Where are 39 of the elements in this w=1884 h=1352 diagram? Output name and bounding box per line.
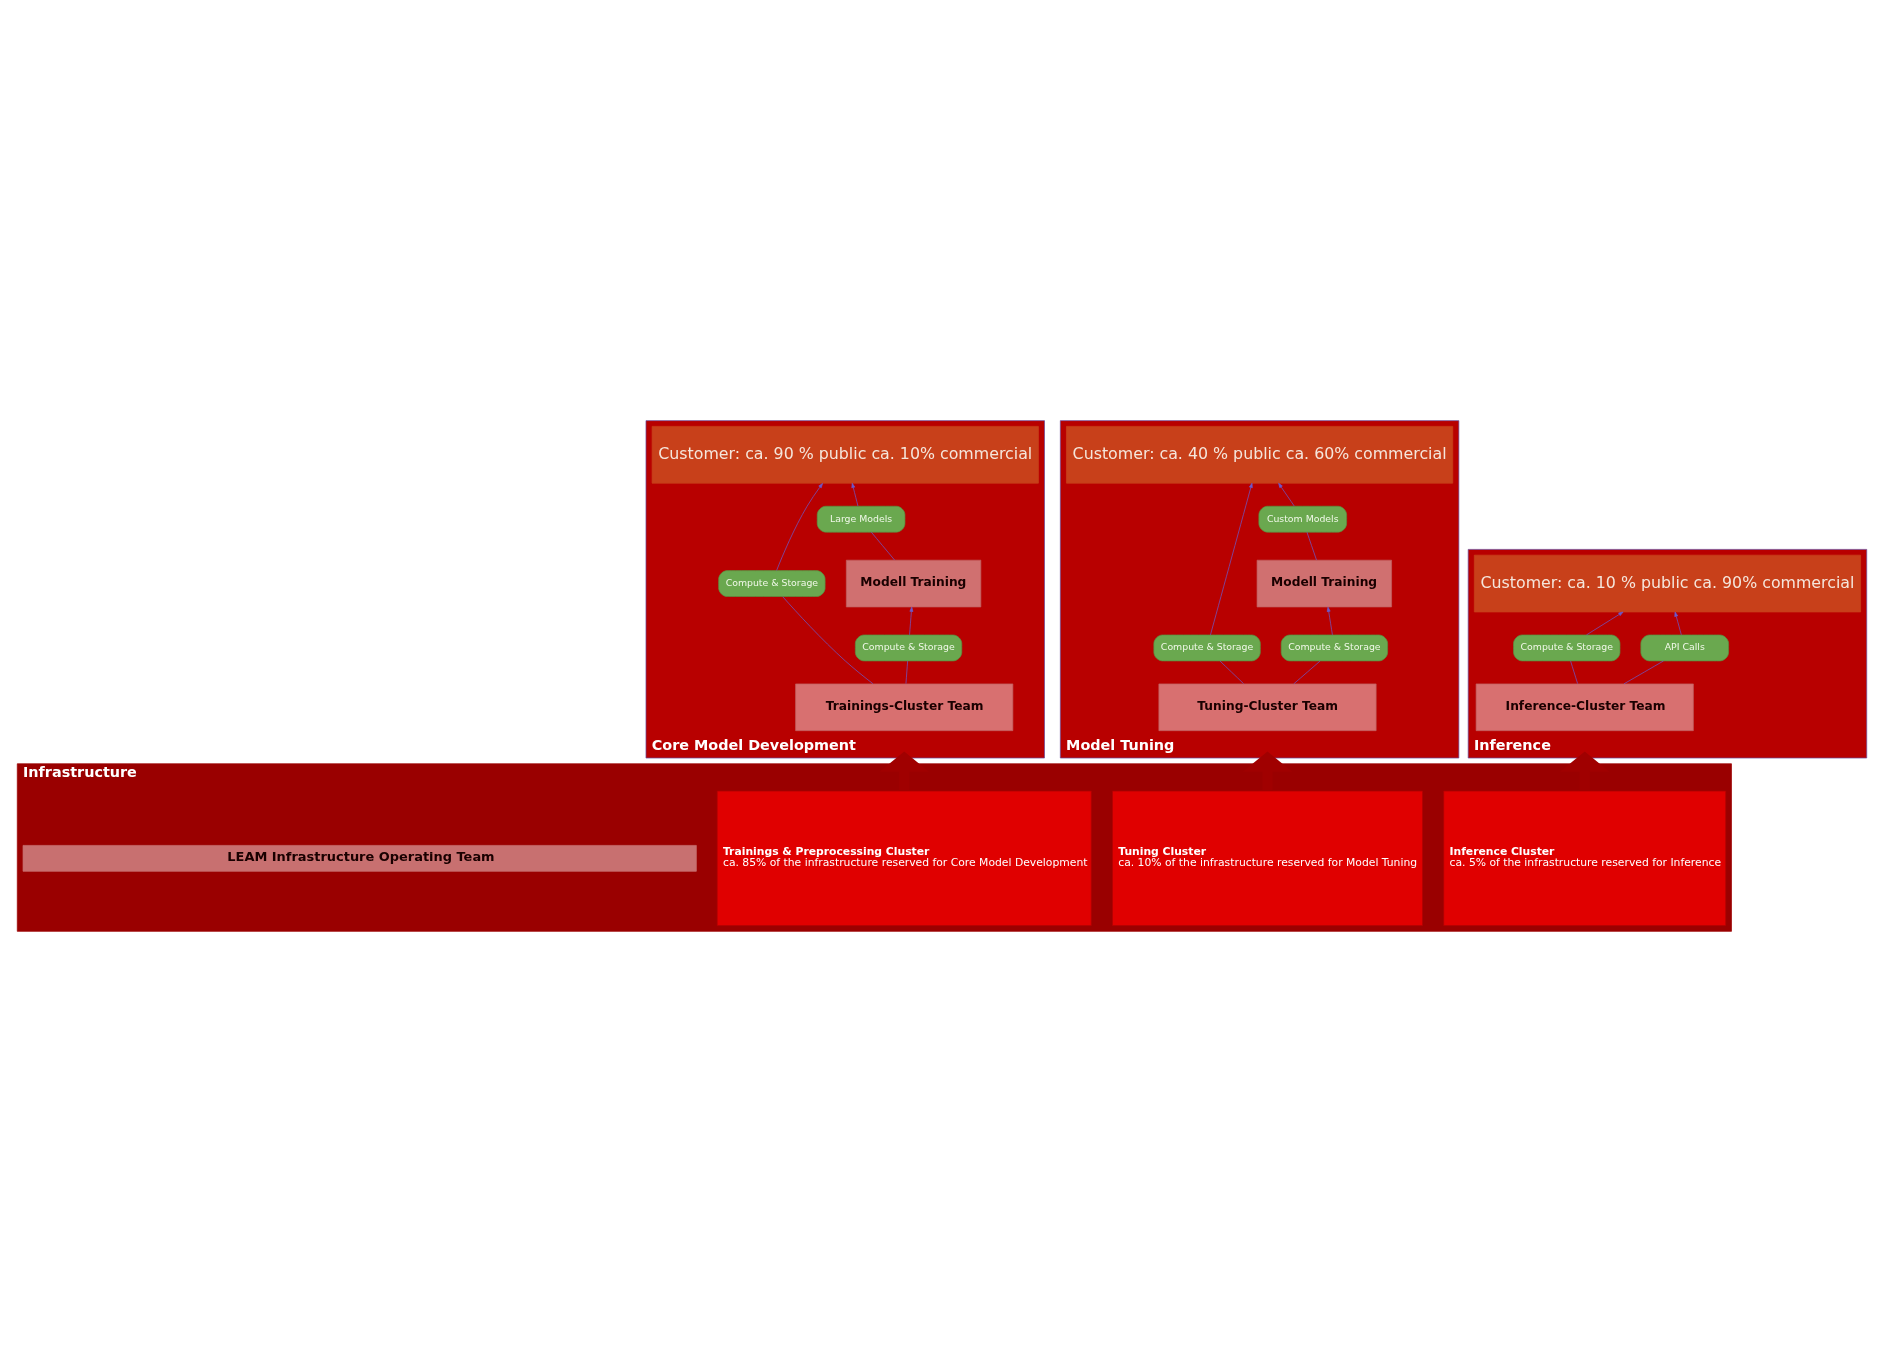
connector	[1623, 660, 1664, 685]
arrow	[851, 482, 859, 507]
arrow	[776, 483, 823, 571]
node-box: Custom Models	[1258, 505, 1347, 533]
arrow	[1326, 606, 1333, 636]
node-box: API Calls	[1640, 634, 1729, 662]
node-box: Customer: ca. 40 % public ca. 60% commercial	[1066, 426, 1454, 484]
arrow	[1674, 611, 1682, 636]
connector	[1219, 660, 1244, 685]
node-box: Compute & Storage	[1153, 634, 1261, 662]
connector	[1570, 660, 1578, 685]
arrow	[1586, 611, 1624, 636]
node-box: Customer: ca. 90 % public ca. 10% commercial	[651, 426, 1039, 484]
connector	[1293, 660, 1321, 685]
node-box: Large Models	[816, 505, 906, 533]
connector	[1306, 531, 1317, 561]
node-box: Trainings-Cluster Team	[795, 683, 1014, 732]
arrow	[1278, 482, 1295, 507]
connector	[905, 660, 908, 685]
node-box: Tuning-Cluster Team	[1158, 683, 1377, 732]
node-box: Compute & Storage	[854, 634, 963, 662]
node-box: Tuning Cluster ca. 10% of the infrastructure reserved for Model Tuning	[1112, 790, 1423, 926]
arrow	[1242, 751, 1293, 791]
connector	[870, 531, 895, 561]
node-box: Compute & Storage	[1280, 634, 1388, 662]
node-box: Modell Training	[845, 559, 982, 608]
node-box: Inference Cluster ca. 5% of the infrastructure reserved for Inference	[1443, 790, 1727, 926]
arrow	[879, 751, 929, 791]
arrow	[909, 606, 914, 636]
node-box: Compute & Storage	[718, 570, 826, 597]
node-box: Inference-Cluster Team	[1475, 683, 1694, 732]
node-box: Modell Training	[1256, 559, 1392, 608]
node-box: Customer: ca. 10 % public ca. 90% commercial	[1473, 554, 1861, 613]
arrow	[1210, 482, 1253, 636]
arrow	[1560, 751, 1610, 791]
node-box: Trainings & Preprocessing Cluster ca. 85% of the infrastructure reserved for Core Model Development	[716, 790, 1092, 926]
node-box: Compute & Storage	[1513, 634, 1621, 662]
connector	[782, 596, 874, 685]
node-box: LEAM Infrastructure Operating Team	[22, 845, 697, 872]
